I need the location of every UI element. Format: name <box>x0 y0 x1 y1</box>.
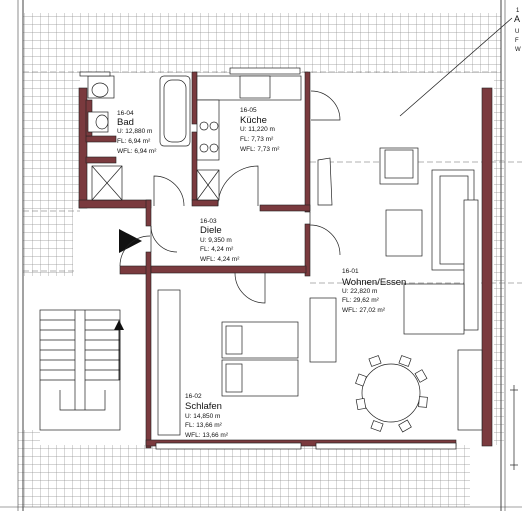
room-wfl: WFL: 27,02 m² <box>342 307 386 314</box>
room-id: 16-03 <box>200 218 217 225</box>
roof-tiles-top <box>23 13 501 73</box>
room-label-kueche: 16-05 Küche U: 11,220 m FL: 7,73 m² WFL:… <box>240 107 280 153</box>
corner-note-line: A <box>514 14 520 24</box>
walls <box>78 71 493 449</box>
room-label-bad: 16-04 Bad U: 12,880 m FL: 6,94 m² WFL: 6… <box>117 110 157 155</box>
room-id: 16-04 <box>117 110 134 117</box>
roof-tiles-bottom <box>40 445 470 507</box>
room-wfl: WFL: 7,73 m² <box>240 146 280 153</box>
room-label-schlafen: 16-02 Schlafen U: 14,850 m FL: 13,66 m² … <box>185 393 229 439</box>
room-u: U: 22,820 m <box>342 288 377 295</box>
roof-tiles-bottom-left <box>18 430 40 507</box>
roof-tiles-left-lower <box>23 206 73 276</box>
room-id: 16-02 <box>185 393 202 400</box>
living-room-furniture <box>317 147 483 433</box>
corner-note-line: F <box>515 38 519 44</box>
windows <box>79 67 457 450</box>
room-name: Bad <box>117 117 134 128</box>
room-name: Küche <box>240 115 267 126</box>
room-u: U: 11,220 m <box>240 126 275 133</box>
stair-direction-arrow-icon <box>114 320 124 330</box>
room-id: 16-05 <box>240 107 257 114</box>
staircase <box>39 309 121 431</box>
room-name: Schlafen <box>185 401 222 412</box>
room-fl: FL: 6,94 m² <box>117 138 151 145</box>
room-label-wohnen-essen: 16-01 Wohnen/Essen U: 22,820 m FL: 29,62… <box>342 268 406 314</box>
doors <box>119 90 341 304</box>
dimension-marks <box>510 385 518 470</box>
corner-note-line: U <box>515 29 519 35</box>
room-wfl: WFL: 4,24 m² <box>200 256 240 263</box>
corner-annotation: 1 A U F W <box>514 8 521 53</box>
corner-note-line: W <box>515 47 521 53</box>
roof-tiles-right <box>494 73 504 445</box>
room-id: 16-01 <box>342 268 359 275</box>
room-fl: FL: 29,62 m² <box>342 297 380 304</box>
room-u: U: 12,880 m <box>117 128 152 135</box>
kitchen-fixtures <box>196 75 302 201</box>
room-fl: FL: 13,66 m² <box>185 422 223 429</box>
room-u: U: 14,850 m <box>185 413 220 420</box>
entrance-arrow-icon <box>119 229 142 253</box>
room-name: Wohnen/Essen <box>342 277 406 288</box>
room-u: U: 9,350 m <box>200 237 232 244</box>
corner-note-line: 1 <box>516 8 520 14</box>
roof-tiles-left <box>23 73 80 206</box>
bedroom-furniture <box>157 289 337 436</box>
room-fl: FL: 4,24 m² <box>200 246 234 253</box>
room-fl: FL: 7,73 m² <box>240 136 274 143</box>
room-wfl: WFL: 13,66 m² <box>185 432 229 439</box>
room-name: Diele <box>200 225 222 236</box>
room-label-diele: 16-03 Diele U: 9,350 m FL: 4,24 m² WFL: … <box>200 218 240 263</box>
bathroom-fixtures <box>87 75 191 201</box>
room-wfl: WFL: 6,94 m² <box>117 148 157 155</box>
